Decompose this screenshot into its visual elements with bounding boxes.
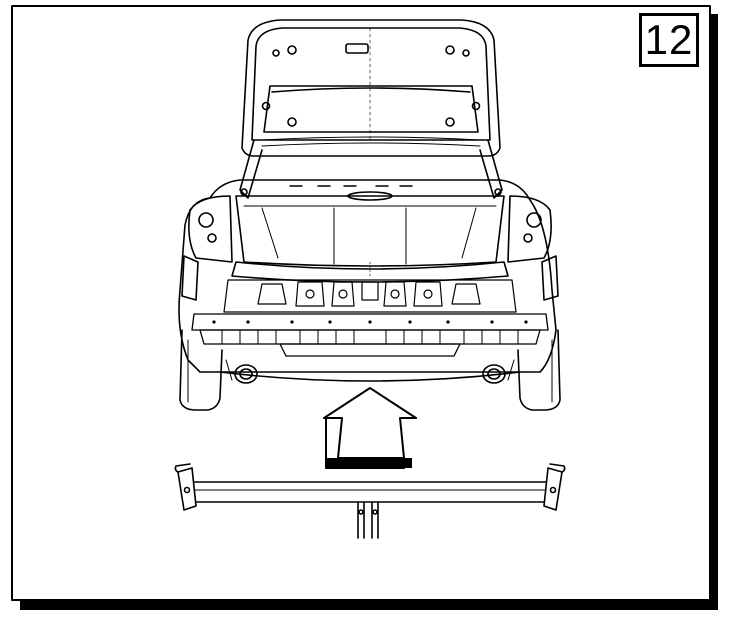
- wheels: [179, 329, 561, 411]
- rear-panel: [223, 279, 517, 313]
- step-number: 12: [644, 16, 694, 63]
- bumper-beam: [191, 313, 549, 357]
- step-number-box: 12: [639, 13, 699, 67]
- trunk-lid: [241, 19, 501, 157]
- arrow-up-icon: [323, 387, 417, 469]
- tow-bar-crossbeam: [174, 463, 566, 539]
- exhaust-pipes: [225, 359, 515, 384]
- car-rear-view: [178, 19, 561, 411]
- car-body: [178, 179, 559, 373]
- page-border: [11, 5, 718, 610]
- tow-bolts: [357, 501, 379, 539]
- lower-diffuser: [219, 371, 521, 382]
- trunk-hinges: [239, 139, 503, 199]
